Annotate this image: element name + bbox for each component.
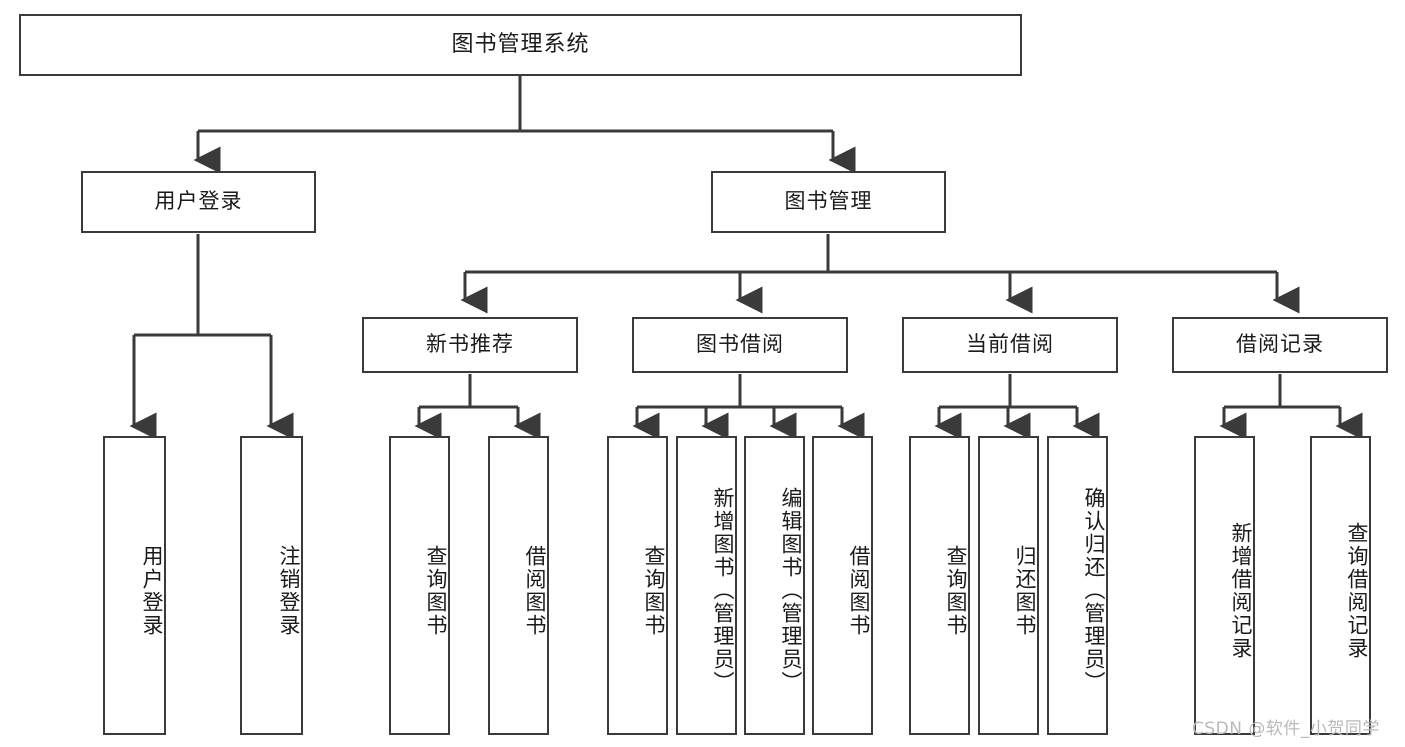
node-label: 查询借阅记录 xyxy=(1345,521,1369,660)
node-leaf-query-book-3[interactable]: 查询图书 xyxy=(909,436,970,735)
node-label: 新增图书（管理员） xyxy=(711,487,735,694)
node-leaf-confirm-return[interactable]: 确认归还（管理员） xyxy=(1047,436,1108,735)
node-label: 确认归还（管理员） xyxy=(1082,487,1106,694)
node-book-manage[interactable]: 图书管理 xyxy=(711,171,946,233)
node-new-book-recommend[interactable]: 新书推荐 xyxy=(362,317,578,373)
node-label: 查询图书 xyxy=(424,544,448,637)
node-label: 图书管理 xyxy=(784,189,873,214)
node-leaf-query-book-1[interactable]: 查询图书 xyxy=(389,436,450,735)
node-label: 新书推荐 xyxy=(426,332,514,357)
node-leaf-add-record[interactable]: 新增借阅记录 xyxy=(1194,436,1255,735)
node-label: 注销登录 xyxy=(277,544,301,637)
node-label: 编辑图书（管理员） xyxy=(779,487,803,694)
csdn-watermark: CSDN @软件_小贺同学 xyxy=(1192,719,1380,739)
node-leaf-user-logout[interactable]: 注销登录 xyxy=(240,436,303,735)
node-label: 归还图书 xyxy=(1013,544,1037,637)
node-leaf-edit-book[interactable]: 编辑图书（管理员） xyxy=(744,436,805,735)
node-leaf-return-book[interactable]: 归还图书 xyxy=(978,436,1039,735)
node-book-borrow[interactable]: 图书借阅 xyxy=(632,317,848,373)
node-leaf-borrow-book-2[interactable]: 借阅图书 xyxy=(812,436,873,735)
node-label: 借阅图书 xyxy=(523,544,547,637)
node-root-system[interactable]: 图书管理系统 xyxy=(19,14,1022,76)
node-leaf-add-book[interactable]: 新增图书（管理员） xyxy=(676,436,737,735)
node-leaf-query-record[interactable]: 查询借阅记录 xyxy=(1310,436,1371,735)
node-current-borrow[interactable]: 当前借阅 xyxy=(902,317,1118,373)
node-label: 借阅图书 xyxy=(847,544,871,637)
node-leaf-query-book-2[interactable]: 查询图书 xyxy=(607,436,668,735)
node-user-login[interactable]: 用户登录 xyxy=(81,171,316,233)
node-label: 图书借阅 xyxy=(696,332,784,357)
node-leaf-user-login[interactable]: 用户登录 xyxy=(103,436,166,735)
node-label: 用户登录 xyxy=(154,189,243,214)
node-borrow-record[interactable]: 借阅记录 xyxy=(1172,317,1388,373)
node-label: 借阅记录 xyxy=(1236,332,1324,357)
node-label: 当前借阅 xyxy=(966,332,1054,357)
node-label: 查询图书 xyxy=(642,544,666,637)
node-label: 新增借阅记录 xyxy=(1229,521,1253,660)
node-leaf-borrow-book-1[interactable]: 借阅图书 xyxy=(488,436,549,735)
node-label: 查询图书 xyxy=(944,544,968,637)
node-label: 图书管理系统 xyxy=(451,31,590,57)
node-label: 用户登录 xyxy=(140,544,164,637)
